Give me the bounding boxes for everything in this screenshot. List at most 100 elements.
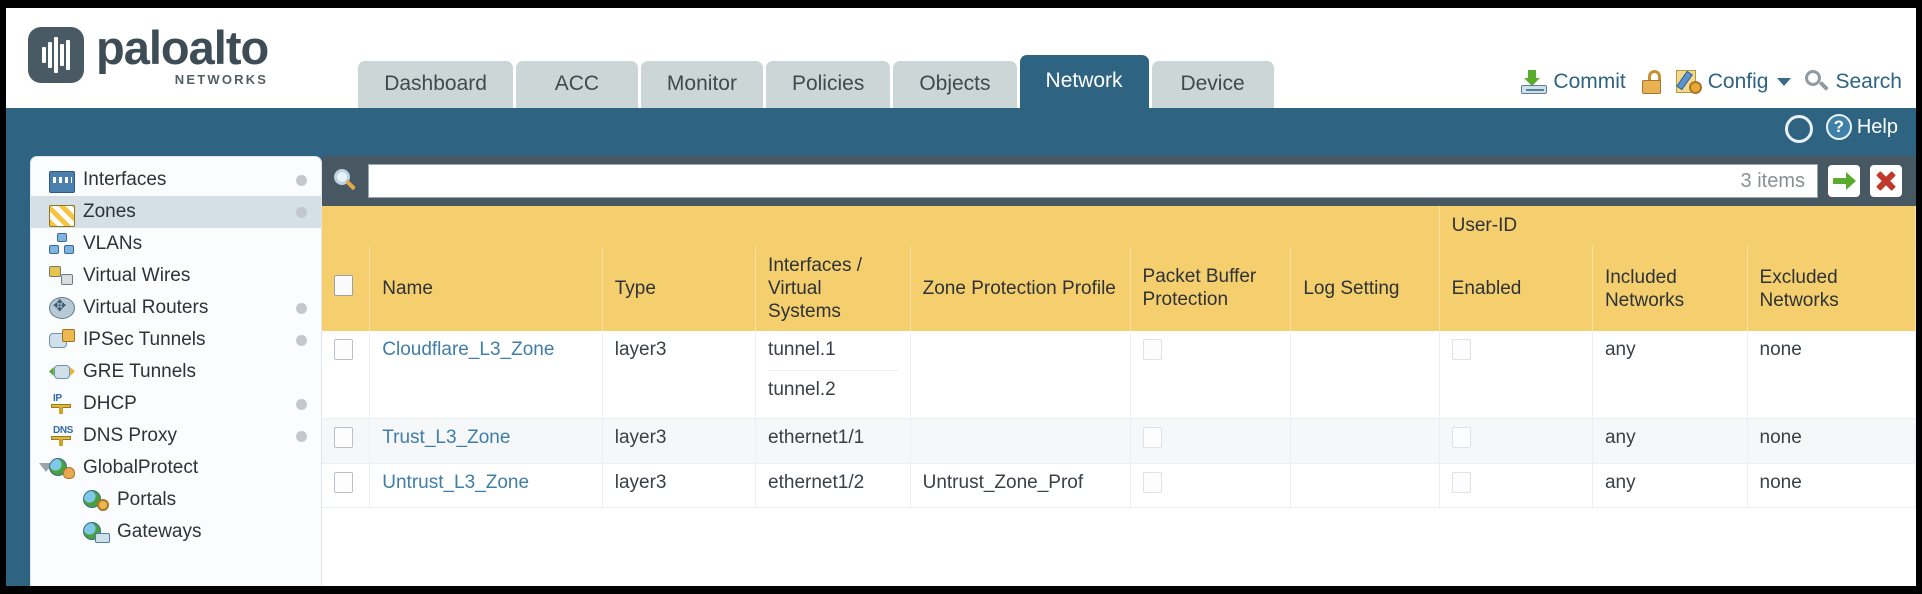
commit-button[interactable]: Commit (1521, 70, 1626, 94)
cell-interfaces: ethernet1/2 (755, 463, 911, 509)
paloalto-logo-icon (28, 27, 84, 83)
row-checkbox[interactable] (334, 339, 353, 361)
row-select-cell[interactable] (322, 331, 371, 419)
cell-packet-buffer-protection[interactable] (1130, 418, 1292, 464)
search-input[interactable]: 3 items (368, 164, 1818, 198)
padlock-icon[interactable] (1640, 70, 1662, 94)
cell-packet-buffer-protection[interactable] (1130, 331, 1292, 419)
filter-bar: 3 items (322, 156, 1916, 206)
status-dot (296, 207, 307, 218)
help-button[interactable]: ? Help (1825, 114, 1898, 140)
vlans-icon (49, 233, 75, 255)
cell-userid-enabled[interactable] (1439, 463, 1593, 509)
tab-device[interactable]: Device (1151, 61, 1274, 108)
select-all-checkbox[interactable] (334, 274, 353, 296)
commit-label: Commit (1553, 70, 1626, 93)
status-dot (296, 431, 307, 442)
cell-type: layer3 (602, 418, 757, 464)
help-label: Help (1856, 115, 1898, 138)
sidebar-item-interfaces[interactable]: Interfaces (31, 164, 321, 196)
help-icon: ? (1825, 114, 1852, 140)
packet-buffer-protection-checkbox[interactable] (1142, 339, 1162, 361)
col-header-excluded-networks[interactable]: Excluded Networks (1747, 245, 1916, 332)
brand-text: paloalto NETWORKS (96, 24, 269, 87)
main-nav-tabs[interactable]: Dashboard ACC Monitor Policies Objects N… (358, 55, 1274, 108)
select-all-header[interactable] (322, 245, 371, 332)
sidebar-item-globalprotect[interactable]: GlobalProtect (31, 452, 321, 484)
zone-name-link[interactable]: Trust_L3_Zone (382, 426, 511, 448)
table-row[interactable]: Untrust_L3_Zone layer3 ethernet1/2 Untru… (322, 463, 1916, 509)
column-header-row: Name Type Interfaces / Virtual Systems Z… (322, 245, 1916, 332)
apply-filter-button[interactable] (1828, 165, 1860, 197)
cell-name[interactable]: Untrust_L3_Zone (369, 463, 603, 509)
packet-buffer-protection-checkbox[interactable] (1142, 471, 1162, 493)
col-header-name[interactable]: Name (369, 245, 603, 332)
cell-zone-protection-profile (910, 331, 1131, 419)
sidebar-item-label: Portals (117, 489, 177, 510)
packet-buffer-protection-checkbox[interactable] (1142, 426, 1162, 448)
sidebar-item-ipsec-tunnels[interactable]: IPSec Tunnels (31, 324, 321, 356)
cell-name[interactable]: Cloudflare_L3_Zone (369, 331, 603, 419)
green-arrow-icon (1832, 178, 1846, 184)
header-actions: Commit Config Search (1521, 70, 1902, 94)
col-header-log-setting[interactable]: Log Setting (1290, 245, 1440, 332)
sidebar-item-label: Interfaces (83, 169, 167, 190)
table-row[interactable]: Trust_L3_Zone layer3 ethernet1/1 (322, 418, 1916, 464)
cell-excluded-networks: none (1747, 463, 1916, 509)
status-dot (296, 303, 307, 314)
tab-objects[interactable]: Objects (893, 61, 1017, 108)
interface-item: tunnel.2 (768, 369, 898, 410)
row-checkbox[interactable] (334, 471, 353, 493)
sidebar-item-dns-proxy[interactable]: DNS DNS Proxy (31, 420, 321, 452)
sidebar-item-gateways[interactable]: Gateways (31, 516, 321, 548)
col-header-included-networks[interactable]: Included Networks (1592, 245, 1748, 332)
col-header-type[interactable]: Type (602, 245, 757, 332)
zone-name-link[interactable]: Untrust_L3_Zone (382, 471, 530, 493)
sidebar-item-vlans[interactable]: VLANs (31, 228, 321, 260)
status-dot (296, 175, 307, 186)
content-panel: 3 items (322, 156, 1916, 586)
row-checkbox[interactable] (334, 426, 353, 448)
sidebar-item-dhcp[interactable]: IP DHCP (31, 388, 321, 420)
brand-tagline: NETWORKS (174, 72, 269, 87)
userid-enabled-checkbox[interactable] (1451, 339, 1471, 361)
tab-dashboard[interactable]: Dashboard (358, 61, 513, 108)
config-menu[interactable]: Config (1675, 70, 1792, 94)
sidebar-item-gre-tunnels[interactable]: GRE Tunnels (31, 356, 321, 388)
sub-toolbar: ? Help (6, 108, 1916, 156)
cell-userid-enabled[interactable] (1439, 418, 1593, 464)
zone-name-link[interactable]: Cloudflare_L3_Zone (382, 339, 555, 361)
chevron-down-icon[interactable] (39, 463, 53, 472)
col-header-interfaces[interactable]: Interfaces / Virtual Systems (755, 245, 911, 332)
col-header-zone-protection-profile[interactable]: Zone Protection Profile (910, 245, 1131, 332)
cell-log-setting (1290, 418, 1440, 464)
tab-monitor[interactable]: Monitor (640, 61, 763, 108)
tab-acc[interactable]: ACC (515, 61, 638, 108)
tab-policies[interactable]: Policies (765, 61, 891, 108)
row-select-cell[interactable] (322, 418, 371, 464)
tab-network[interactable]: Network (1019, 55, 1149, 108)
refresh-icon[interactable] (1784, 114, 1810, 140)
col-header-enabled[interactable]: Enabled (1439, 245, 1593, 332)
search-button[interactable]: Search (1805, 70, 1902, 94)
portals-icon (83, 489, 109, 511)
sidebar-item-zones[interactable]: Zones (31, 196, 321, 228)
sidebar-item-virtual-routers[interactable]: Virtual Routers (31, 292, 321, 324)
userid-enabled-checkbox[interactable] (1451, 471, 1471, 493)
cell-userid-enabled[interactable] (1439, 331, 1593, 419)
cell-zone-protection-profile: Untrust_Zone_Prof (910, 463, 1131, 509)
table-row[interactable]: Cloudflare_L3_Zone layer3 tunnel.1 tunne… (322, 331, 1916, 419)
row-select-cell[interactable] (322, 463, 371, 509)
sidebar-item-label: GRE Tunnels (83, 361, 196, 382)
col-header-packet-buffer-protection[interactable]: Packet Buffer Protection (1130, 245, 1292, 332)
sidebar-item-virtual-wires[interactable]: Virtual Wires (31, 260, 321, 292)
search-icon[interactable] (332, 168, 358, 194)
cell-name[interactable]: Trust_L3_Zone (369, 418, 603, 464)
zones-table: User-ID Name Type Interfaces / Virtual S… (322, 206, 1916, 509)
brand-logo: paloalto NETWORKS (28, 24, 269, 87)
userid-enabled-checkbox[interactable] (1451, 426, 1471, 448)
clear-filter-button[interactable] (1870, 165, 1902, 197)
sidebar-item-label: Virtual Wires (83, 265, 191, 286)
sidebar-item-portals[interactable]: Portals (31, 484, 321, 516)
cell-packet-buffer-protection[interactable] (1130, 463, 1292, 509)
